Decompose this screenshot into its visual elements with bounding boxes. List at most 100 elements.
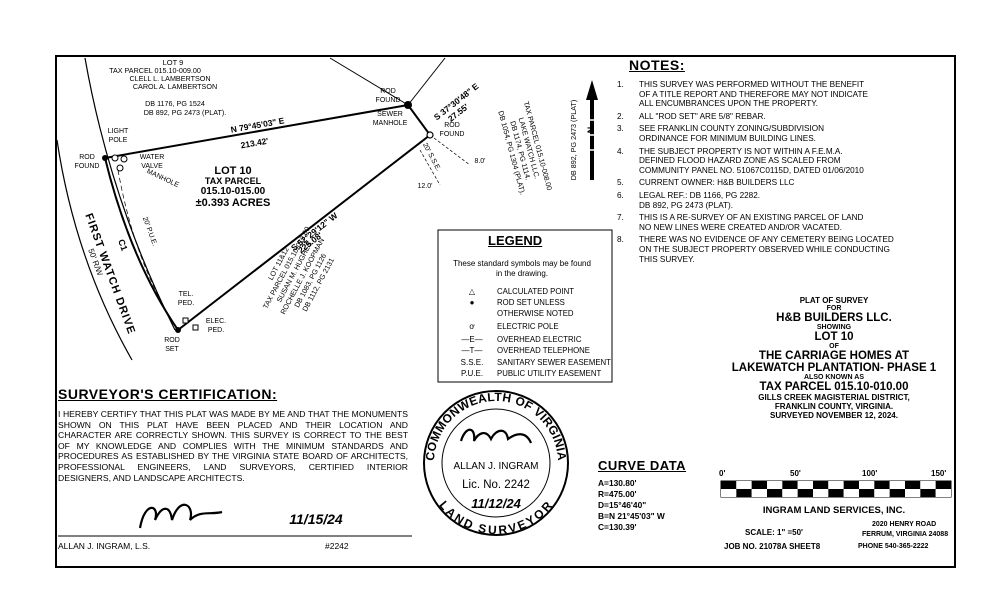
rod-found-right-l1: ROD bbox=[444, 122, 460, 129]
curve-data-title: CURVE DATA bbox=[598, 458, 687, 473]
legend-label: OVERHEAD ELECTRIC bbox=[497, 335, 582, 344]
note-item: 7.THIS IS A RE-SURVEY OF AN EXISTING PAR… bbox=[617, 213, 952, 232]
scale-bar-block bbox=[797, 489, 813, 497]
tb-lot: LOT 10 bbox=[814, 331, 854, 343]
surveyor-name: ALLAN J. INGRAM, L.S. bbox=[58, 541, 151, 551]
scale-bar-block bbox=[889, 489, 905, 497]
db-plat-vertical: DB 892, PG 2473 (PLAT) bbox=[569, 100, 578, 181]
rod-found-marker-left bbox=[102, 155, 108, 161]
water-valve-marker bbox=[120, 155, 128, 163]
elec-ped-l2: PED. bbox=[208, 327, 224, 334]
tb-subdivision-1: THE CARRIAGE HOMES AT bbox=[758, 350, 910, 362]
legend-item: ● ROD SET UNLESS bbox=[447, 298, 565, 307]
sewer-manhole-l1: SEWER bbox=[377, 111, 403, 118]
scale-bar-block bbox=[813, 481, 829, 489]
scale-bar-block bbox=[920, 481, 936, 489]
scale-bar-block bbox=[721, 481, 737, 489]
lot9-line bbox=[329, 57, 409, 106]
tb-surveyed-date: SURVEYED NOVEMBER 12, 2024. bbox=[770, 411, 898, 420]
note-text: ALL "ROD SET" ARE 5/8" REBAR. bbox=[639, 111, 766, 121]
pue-abbrev: P.U.E. bbox=[460, 369, 484, 378]
calculated-point-icon: △ bbox=[468, 287, 476, 296]
rod-found-marker-right bbox=[426, 131, 434, 139]
tb-tax-parcel: TAX PARCEL 015.10-010.00 bbox=[759, 381, 909, 393]
rod-found-left-l2: FOUND bbox=[75, 163, 100, 170]
lot9-line-3: DB 1176, PG 1524 bbox=[145, 99, 205, 108]
legend-item: —E—OVERHEAD ELECTRIC bbox=[447, 335, 581, 344]
lot-10-front bbox=[104, 157, 179, 331]
tb-showing: SHOWING bbox=[816, 324, 852, 331]
scale-bar-block bbox=[843, 481, 859, 489]
rod-set-icon: ● bbox=[469, 298, 475, 307]
legend-title: LEGEND bbox=[488, 233, 543, 248]
lot-10-boundary bbox=[104, 103, 432, 331]
note-item: 3.SEE FRANKLIN COUNTY ZONING/SUBDIVISION… bbox=[617, 124, 952, 143]
lot10-line-1: TAX PARCEL bbox=[205, 176, 262, 186]
certification-text: I HEREBY CERTIFY THAT THIS PLAT WAS MADE… bbox=[58, 409, 408, 483]
scale-bar-block bbox=[797, 481, 813, 489]
scale-tick-150: 150' bbox=[931, 469, 947, 478]
lot9-line-4: DB 892, PG 2473 (PLAT). bbox=[144, 108, 227, 117]
scale-bar bbox=[720, 480, 952, 498]
tb-of: OF bbox=[829, 343, 839, 350]
scale-bar-block bbox=[935, 489, 951, 497]
lot10-title: LOT 10 bbox=[214, 165, 251, 177]
rod-found-top-l1: ROD bbox=[380, 88, 396, 95]
curve-row: R=475.00' bbox=[598, 489, 637, 499]
job-number: JOB NO. 21078A SHEET8 bbox=[724, 542, 821, 551]
legend-label: ROD SET UNLESS bbox=[497, 298, 565, 307]
surveyor-number: #2242 bbox=[325, 541, 349, 551]
light-pole-l2: POLE bbox=[109, 137, 128, 144]
lot9-line-1: CLELL L. LAMBERTSON bbox=[129, 74, 210, 83]
scale-bar-block bbox=[905, 489, 921, 497]
curve-row: C=130.39' bbox=[598, 522, 637, 532]
sse-line-1 bbox=[429, 134, 471, 166]
note-number: 1. bbox=[617, 80, 624, 89]
drawing-border bbox=[55, 55, 956, 568]
scale-bar-block bbox=[782, 489, 798, 497]
scale-bar-block bbox=[843, 489, 859, 497]
note-number: 7. bbox=[617, 213, 624, 223]
legend-label: OTHERWISE NOTED bbox=[497, 309, 574, 318]
scale-bar-block bbox=[874, 489, 890, 497]
scale-tick-50: 50' bbox=[790, 469, 801, 478]
legend-item: —T—OVERHEAD TELEPHONE bbox=[447, 346, 590, 355]
tel-ped-l1: TEL. bbox=[179, 291, 194, 298]
note-item: 2.ALL "ROD SET" ARE 5/8" REBAR. bbox=[617, 112, 952, 122]
scale-bar-block bbox=[813, 489, 829, 497]
scale-bar-block bbox=[721, 489, 737, 497]
note-item: 5.CURRENT OWNER: H&B BUILDERS LLC bbox=[617, 178, 952, 188]
legend-subtitle: These standard symbols may be found in t… bbox=[453, 259, 591, 278]
c1-label: C1 bbox=[116, 238, 129, 252]
seal-name: ALLAN J. INGRAM bbox=[453, 461, 538, 472]
rod-found-marker-top bbox=[404, 101, 412, 109]
water-valve-l1: WATER bbox=[140, 154, 165, 161]
title-block: PLAT OF SURVEY FOR H&B BUILDERS LLC. SHO… bbox=[716, 296, 952, 420]
note-number: 5. bbox=[617, 178, 624, 188]
surveyor-seal: COMMONWEALTH OF VIRGINIA LAND SURVEYOR A… bbox=[423, 390, 569, 537]
seal-date: 11/12/24 bbox=[471, 496, 521, 511]
lakewatch-line bbox=[407, 57, 446, 106]
water-valve-l2: VALVE bbox=[141, 163, 163, 170]
legend-label: PUBLIC UTILITY EASEMENT bbox=[497, 369, 602, 378]
tb-client: H&B BUILDERS LLC. bbox=[776, 312, 892, 324]
note-text: SEE FRANKLIN COUNTY ZONING/SUBDIVISION O… bbox=[639, 124, 825, 143]
tb-district: GILLS CREEK MAGISTERIAL DISTRICT, bbox=[758, 393, 910, 402]
company-address-1: 2020 HENRY ROAD bbox=[872, 521, 937, 528]
scale-bar-block bbox=[889, 481, 905, 489]
note-item: 1.THIS SURVEY WAS PERFORMED WITHOUT THE … bbox=[617, 80, 952, 109]
sse-label: 20' S.S.E. bbox=[421, 142, 442, 173]
scale-tick-100: 100' bbox=[862, 469, 878, 478]
scale-bar-block bbox=[920, 489, 936, 497]
tb-plat-of-survey: PLAT OF SURVEY bbox=[799, 296, 869, 305]
legend-item: △ CALCULATED POINT bbox=[447, 287, 574, 296]
scale-bar-block bbox=[736, 481, 752, 489]
legend-label: OVERHEAD TELEPHONE bbox=[497, 346, 591, 355]
note-number: 6. bbox=[617, 190, 624, 200]
certification-signature bbox=[138, 503, 223, 529]
tb-subdivision-2: LAKEWATCH PLANTATION- PHASE 1 bbox=[731, 362, 937, 374]
legend-label: CALCULATED POINT bbox=[497, 287, 574, 296]
company-name: INGRAM LAND SERVICES, INC. bbox=[762, 505, 906, 516]
